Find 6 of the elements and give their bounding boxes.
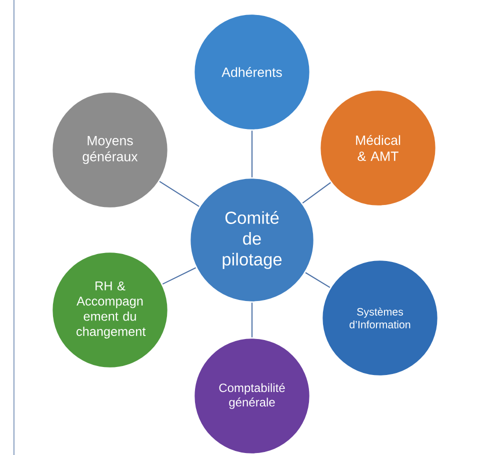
- connector-line: [251, 130, 253, 178]
- connector-line: [251, 302, 253, 338]
- connector-line: [302, 182, 331, 204]
- connector-line: [159, 180, 200, 207]
- connector-line: [162, 267, 196, 285]
- connector-line: [305, 272, 330, 288]
